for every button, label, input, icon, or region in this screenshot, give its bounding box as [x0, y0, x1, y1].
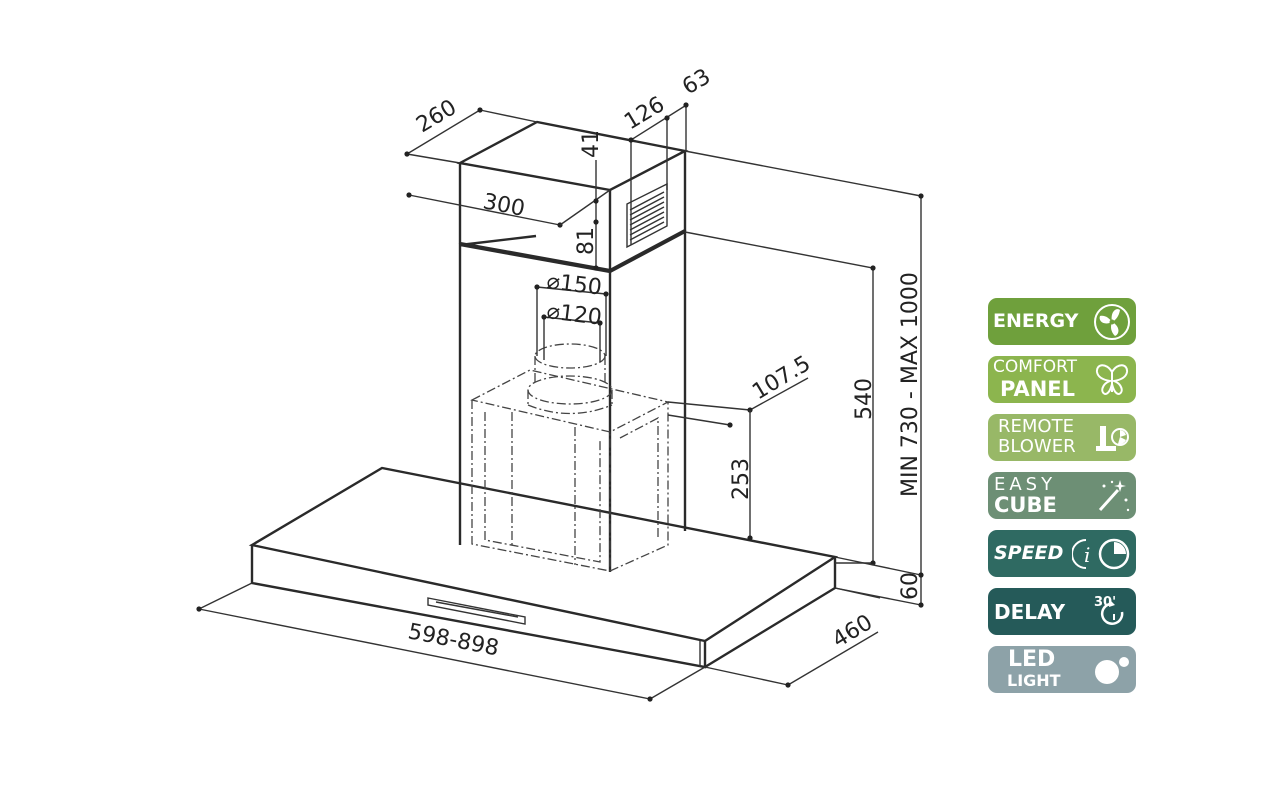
badge-energy-label: ENERGY: [993, 310, 1079, 332]
motor-cube: [470, 369, 670, 572]
badge-energy: ENERGY: [988, 298, 1136, 345]
dim-height-range: MIN 730 - MAX 1000: [898, 272, 923, 497]
dim-upper-height: 41: [579, 130, 604, 158]
timer-30-icon: 30': [1092, 592, 1132, 632]
lower-chimney-side: [609, 230, 687, 531]
badge-delay: DELAY 30': [988, 588, 1136, 635]
dim-height-253: 253: [729, 458, 754, 500]
butterfly-icon: [1092, 360, 1132, 400]
badge-led-line1: LED: [1008, 647, 1056, 672]
dim-top-126: 126: [620, 92, 669, 135]
canopy-side: [704, 557, 837, 669]
badge-easy-line2: CUBE: [994, 493, 1057, 517]
upper-chimney-top: [456, 120, 689, 192]
dim-canopy-height: 60: [898, 572, 923, 600]
badge-remote-line1: REMOTE: [998, 416, 1074, 437]
magic-wand-icon: [1092, 476, 1132, 516]
badge-remote-line2: BLOWER: [998, 436, 1076, 457]
dim-lower-offset: 81: [574, 227, 599, 255]
fan-icon: [1092, 302, 1132, 342]
badge-easy-cube: EASY CUBE: [988, 472, 1136, 519]
badge-easy-line1: EASY: [994, 474, 1057, 495]
speed-info-icon: i: [1071, 534, 1134, 574]
badge-comfort-panel: COMFORT PANEL: [988, 356, 1136, 403]
svg-text:i: i: [1084, 543, 1090, 567]
badge-remote-blower: REMOTE BLOWER: [988, 414, 1136, 461]
control-panel: [427, 597, 526, 625]
badge-speed: SPEED i: [988, 530, 1136, 577]
dim-height-540: 540: [852, 378, 877, 420]
light-dots-icon: [1092, 650, 1132, 690]
dim-duct-outer: ⌀150: [545, 269, 603, 301]
remote-blower-icon: [1092, 418, 1132, 458]
badge-comfort-line2: PANEL: [1000, 377, 1076, 401]
control-panel-inner: [435, 601, 519, 618]
badge-delay-label: DELAY: [994, 600, 1066, 624]
duct-collar: [527, 343, 613, 415]
dim-chimney-width: 300: [481, 189, 527, 222]
badge-comfort-line1: COMFORT: [993, 357, 1078, 377]
lower-chimney-front: [458, 243, 612, 572]
dimension-lines: [196, 102, 924, 702]
feature-badges: ENERGY COMFORT PANEL REMOTE BLOWER: [988, 298, 1136, 704]
ventilation-grille: [626, 182, 668, 249]
badge-speed-label: SPEED: [994, 542, 1064, 564]
badge-led-line2: LIGHT: [1007, 671, 1061, 690]
dim-duct-inner: ⌀120: [545, 299, 603, 331]
dim-chimney-depth: 260: [412, 95, 461, 138]
upper-chimney-side: [609, 151, 687, 272]
dim-offset-107: 107.5: [748, 351, 815, 405]
lower-chimney-top-edge: [459, 234, 537, 247]
canopy-front: [250, 545, 707, 669]
upper-chimney: [456, 120, 689, 272]
badge-led-light: LED LIGHT: [988, 646, 1136, 693]
upper-chimney-front: [458, 163, 612, 272]
dim-top-63: 63: [678, 64, 715, 100]
